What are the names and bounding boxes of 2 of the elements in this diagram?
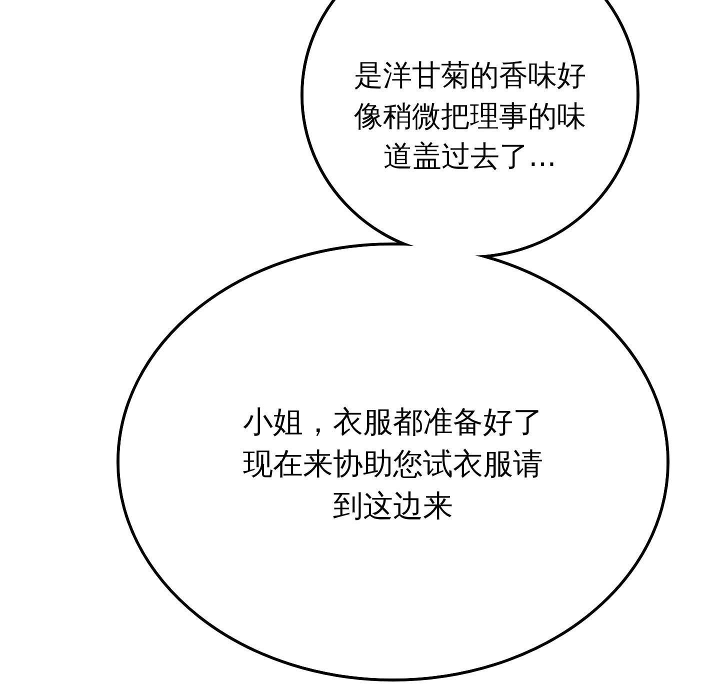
- speech-text: 是洋甘菊的香味好像稍微把理事的味道盖过去了...: [353, 57, 587, 176]
- speech-text: 小姐，衣服都准备好了现在来协助您试衣服请到这边来: [242, 404, 544, 526]
